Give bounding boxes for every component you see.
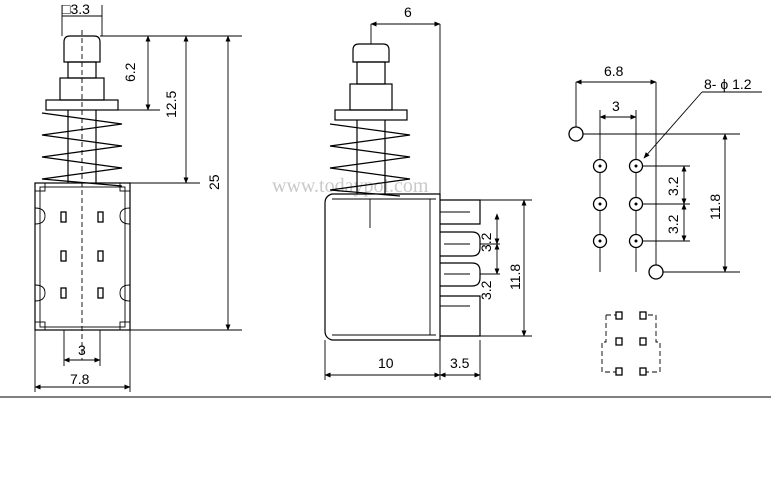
pcb-layout: 6.8 3 8- ϕ 1.2 3.2 3.2 11.8 <box>568 63 762 280</box>
watermark: www.todaypoi.com <box>272 175 429 197</box>
front-view: □3.3 6.2 12.5 25 3 7.8 <box>34 1 242 392</box>
body-width-dim: 7.8 <box>70 371 90 387</box>
pcb-pitch-a-dim: 3.2 <box>665 176 681 196</box>
side-plunger-cap <box>352 43 390 63</box>
side-spring <box>329 123 411 197</box>
mount-hole-bottom <box>648 264 664 280</box>
stroke-dim: 12.5 <box>163 91 179 118</box>
body-length-dim: 10 <box>378 355 394 371</box>
plunger-cap <box>63 35 101 63</box>
pcb-inner-dim: 3 <box>612 98 620 114</box>
pcb-span-dim: 11.8 <box>707 194 723 220</box>
switch-body <box>34 182 131 331</box>
pcb-outer-dim: 6.8 <box>604 63 624 79</box>
side-view: 6 3.2 3.2 11.8 10 3.5 <box>324 4 532 380</box>
side-span-dim: 11.8 <box>507 264 523 290</box>
terminal-top <box>440 199 481 225</box>
offset-dim: 6 <box>404 4 412 20</box>
cap-size-dim: □3.3 <box>62 1 90 17</box>
pin-pitch-dim: 3 <box>78 342 86 358</box>
pcb-pitch-b-dim: 3.2 <box>665 214 681 234</box>
side-body <box>324 193 441 341</box>
side-pitch-b-dim: 3.2 <box>478 280 494 300</box>
hole-spec-label: 8- ϕ 1.2 <box>704 76 752 92</box>
lead-length-dim: 3.5 <box>450 355 470 371</box>
plunger-height-dim: 6.2 <box>122 62 138 82</box>
total-height-dim: 25 <box>206 174 222 190</box>
mount-hole-top <box>568 126 584 142</box>
contact-schematic <box>601 311 661 376</box>
side-pitch-a-dim: 3.2 <box>478 232 494 252</box>
